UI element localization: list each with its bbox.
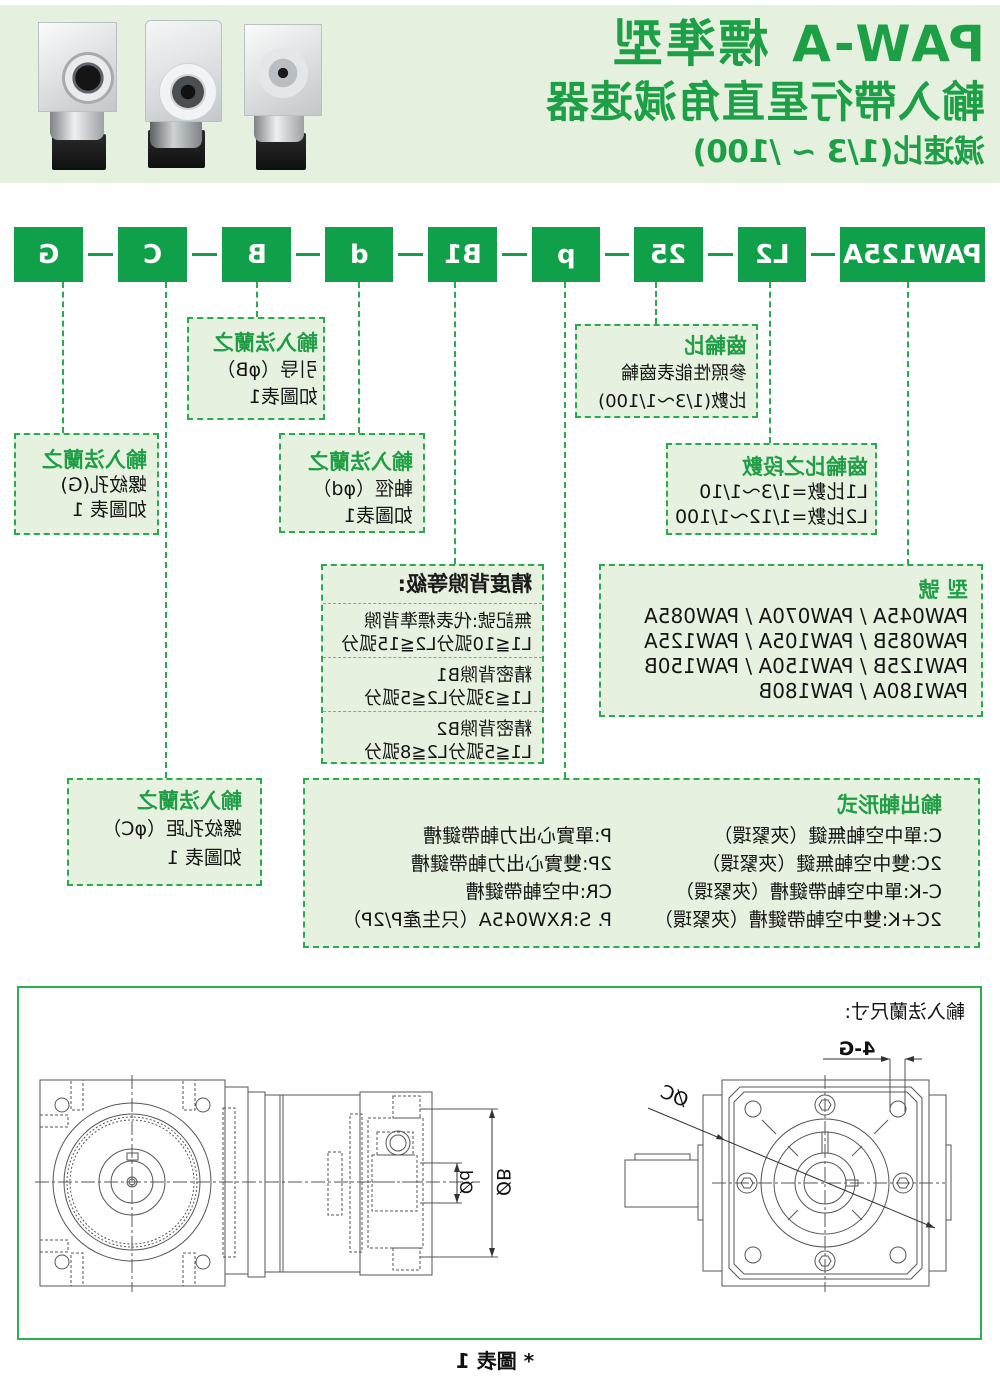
code-segment-model: PAW125A [840, 227, 985, 282]
radial-mark [851, 1145, 863, 1157]
radial-mark [787, 1209, 799, 1221]
side-plate [697, 1144, 704, 1221]
connector-bolt-pcd [165, 282, 167, 778]
hidden-line [182, 1079, 196, 1111]
flange-view [624, 1056, 952, 1292]
code-separator [398, 253, 423, 256]
clamp-screw [389, 1134, 407, 1152]
connector-backlash [454, 282, 456, 564]
planetary-body [279, 1094, 361, 1273]
adapter-ring [247, 1091, 266, 1278]
code-separator [811, 253, 835, 256]
radial-mark [851, 1209, 863, 1221]
radial-mark [761, 1119, 777, 1135]
code-separator [88, 253, 113, 256]
hidden-line [70, 1079, 84, 1111]
code-segment-ratio: 25 [634, 227, 703, 282]
dimension-label-pcd: ØC [657, 1081, 692, 1112]
mount-hole [195, 1254, 211, 1270]
code-separator [605, 253, 629, 256]
code-segment-output-shaft: p [532, 227, 600, 282]
label-bolt-pcd: 輸入法蘭之 螺紋孔距（φC） 如圖表 1 [67, 778, 262, 886]
dimension-label-pilot: ØB [492, 1168, 514, 1196]
code-segment-bolt-pcd: C [118, 227, 187, 282]
thread-hole [744, 1246, 762, 1264]
dimension-label-shaft: Ød [455, 1170, 475, 1194]
code-segment-backlash: B1 [428, 227, 497, 282]
hidden-line [349, 1113, 363, 1253]
hidden-line [182, 1252, 196, 1287]
product-flange [62, 52, 114, 104]
mount-hole [54, 1097, 70, 1113]
label-gear-stages: 齒輪比之段數 L1比數=1/3～1/10 L2比數=1/12～1/100 [666, 443, 877, 535]
product-flange [258, 48, 308, 98]
radial-mark [787, 1145, 799, 1157]
label-thread-hole: 輸入法蘭之 螺紋孔(G) 如圖表 1 [14, 433, 159, 535]
flange-dimensions-title: 輸入法蘭尺寸: [844, 1001, 965, 1023]
label-pilot-diameter: 輸入法蘭之 引导（φB） 如圖表1 [187, 317, 325, 420]
code-separator [296, 253, 320, 256]
label-shaft-diameter: 輸入法蘭之 軸徑（φd） 如圖表1 [279, 433, 425, 533]
hidden-line [392, 1095, 421, 1119]
radial-mark [873, 1119, 889, 1135]
motor-stub-lip [634, 1153, 691, 1161]
thread-hole [889, 1246, 907, 1264]
label-output-shaft: 輸出軸形式 C:單中空軸無鍵（夾緊環） 2C:雙中空軸無鍵（夾緊環） C-K:單… [303, 778, 980, 948]
clamp-screw [385, 1130, 411, 1156]
code-segment-shaft-diameter: d [325, 227, 393, 282]
hidden-line [70, 1252, 84, 1287]
code-separator [192, 253, 217, 256]
figure-caption: * 圖表 1 [455, 1349, 535, 1373]
label-gear-ratio: 齒輪比 參照性能表齒輪 比數(1/3～1/100) [575, 324, 758, 418]
code-segment-stages: L2 [738, 227, 806, 282]
dimension-line-pcd [647, 1107, 936, 1229]
product-base [52, 134, 106, 170]
hidden-line [371, 1154, 418, 1212]
motor-stub [624, 1159, 699, 1208]
flange-chamfer [728, 1086, 923, 1280]
connector-model [907, 282, 909, 565]
thread-hole [744, 1100, 762, 1118]
connector-output-shaft [564, 282, 566, 778]
product-output-bore [170, 74, 206, 110]
mount-hole [54, 1254, 70, 1270]
connector-stages [769, 282, 771, 443]
side-plate [945, 1144, 952, 1221]
hidden-line [39, 1114, 69, 1128]
adapter-ring [264, 1094, 281, 1273]
dimension-label-thread: 4-G [839, 1038, 876, 1060]
flange-chamfer [733, 1091, 918, 1275]
connector-pilot-diameter [256, 282, 258, 317]
bolt-hex [818, 1099, 832, 1111]
connector-shaft-diameter [358, 282, 360, 433]
code-segment-pilot-diameter: B [222, 227, 291, 282]
connector-ratio [655, 282, 657, 324]
side-view [35, 1075, 498, 1292]
label-backlash-grade: 精度背隙等級: 無記號:代表標準背隙 L1≦10弧分L2≦15弧分 精密背隙B1… [321, 564, 544, 764]
hidden-line [327, 1151, 343, 1216]
hidden-line [39, 1239, 69, 1253]
bolt-hex [818, 1255, 832, 1267]
label-model-list: 型 號 PAW045A / PAW070A / PAW085A PAW085B … [599, 564, 983, 717]
input-flange [359, 1091, 433, 1276]
thread-hole [889, 1100, 907, 1118]
drawing-frame [17, 986, 982, 1340]
mount-hole [195, 1097, 211, 1113]
adapter-plate [224, 1086, 249, 1275]
code-separator [502, 253, 527, 256]
connector-thread-hole [62, 282, 64, 433]
code-segment-thread-hole: G [14, 227, 83, 282]
hidden-line [367, 1117, 424, 1249]
hidden-line [392, 1247, 421, 1271]
code-separator [708, 253, 733, 256]
dimension-arrow-pcd [716, 1134, 725, 1140]
